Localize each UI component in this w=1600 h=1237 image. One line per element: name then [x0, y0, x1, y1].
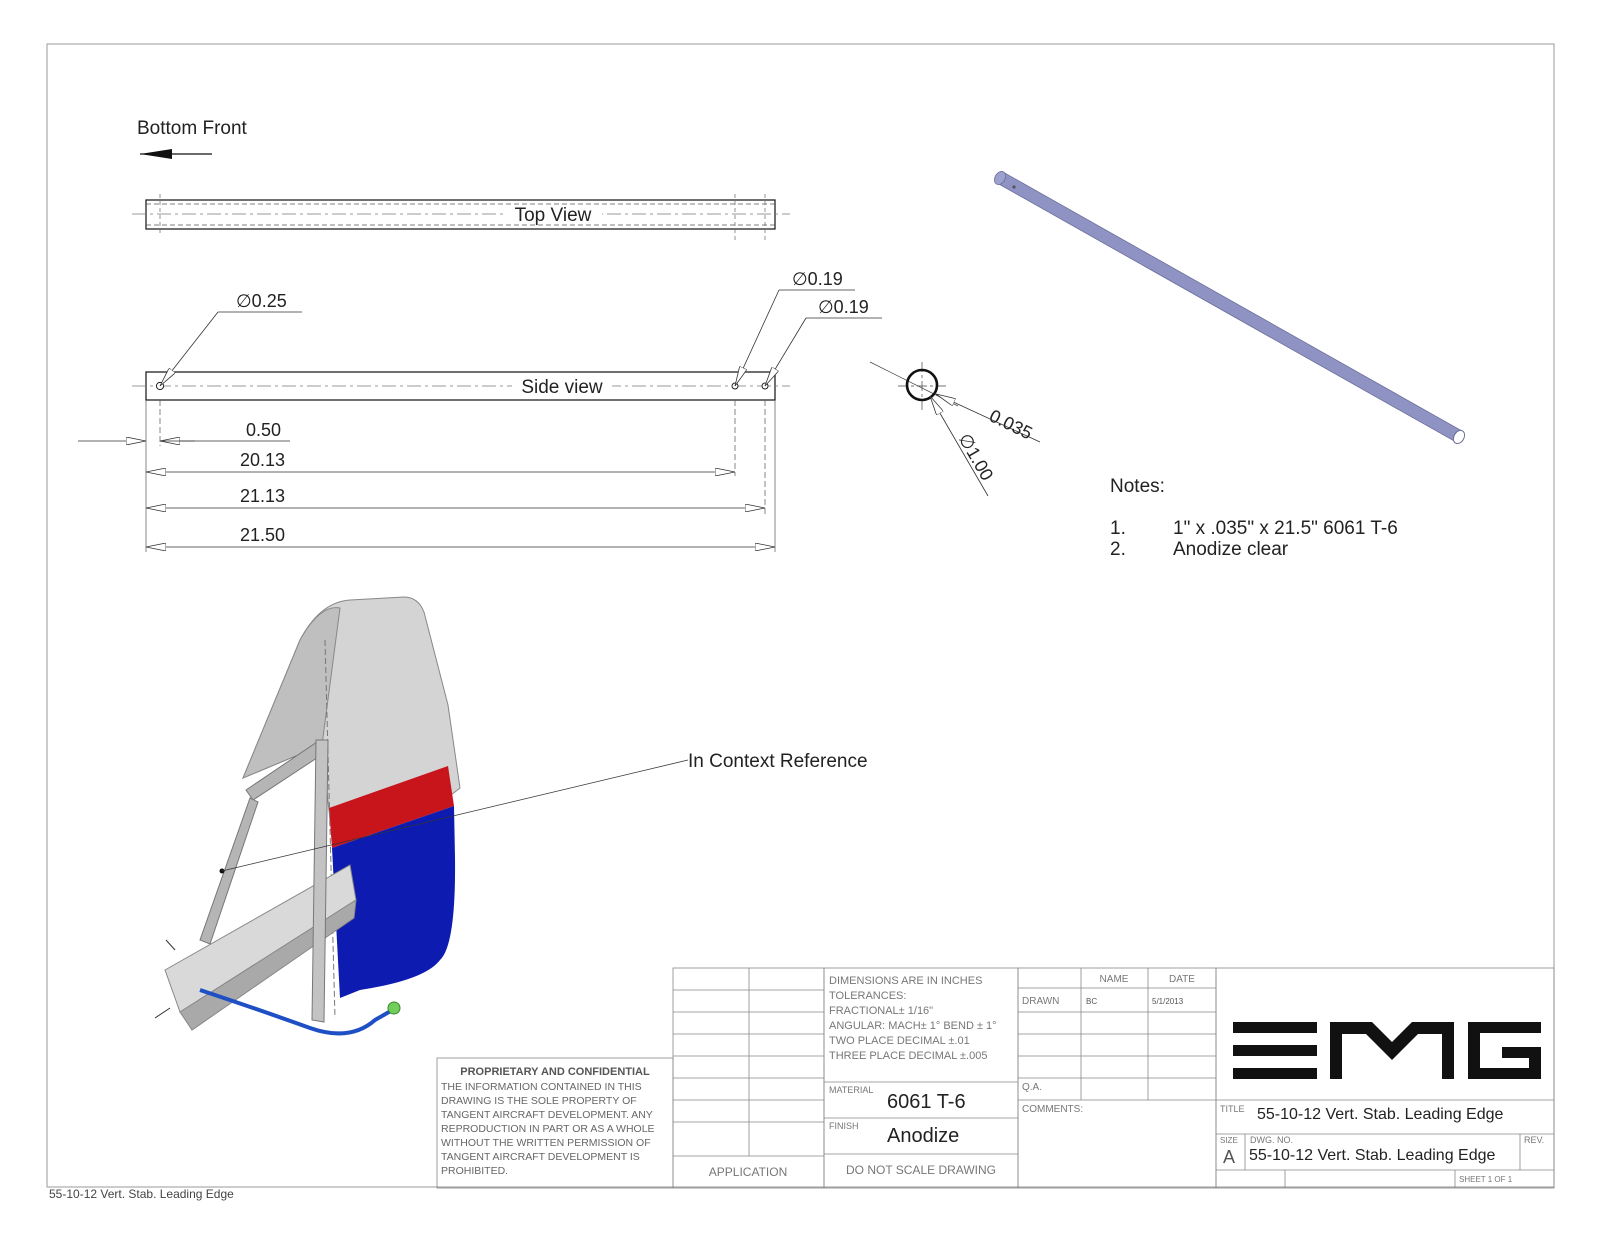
material-label: MATERIAL	[829, 1085, 873, 1095]
proprietary-line: DRAWING IS THE SOLE PROPERTY OF	[441, 1095, 637, 1107]
title-block	[436, 967, 1555, 1189]
tolerance-line: TWO PLACE DECIMAL ±.01	[829, 1035, 970, 1047]
title-label: TITLE	[1220, 1104, 1245, 1114]
diameter-dim: ∅1.00	[955, 430, 998, 484]
drawn-date: 5/1/2013	[1152, 997, 1184, 1006]
red-stripe	[329, 766, 454, 848]
name-header: NAME	[1100, 974, 1129, 985]
side-view-label: Side view	[521, 377, 603, 398]
material-value: 6061 T-6	[887, 1091, 966, 1113]
blue-panel	[332, 806, 456, 998]
context-reference-label: In Context Reference	[688, 751, 868, 772]
drawn-label: DRAWN	[1022, 996, 1059, 1007]
note-text: Anodize clear	[1173, 539, 1289, 560]
drawn-name: BC	[1086, 997, 1097, 1006]
proprietary-line: REPRODUCTION IN PART OR AS A WHOLE	[441, 1123, 655, 1135]
comments-label: COMMENTS:	[1022, 1104, 1083, 1115]
dim-050: 0.50	[246, 420, 281, 440]
hole-callouts: ∅0.25 ∅0.19 ∅0.19	[160, 269, 882, 386]
sheet-border	[46, 43, 1555, 1188]
qa-label: Q.A.	[1022, 1082, 1042, 1093]
hole-large-dim: ∅0.25	[236, 291, 287, 311]
dim-2013: 20.13	[240, 450, 285, 470]
hole-small-dim-1: ∅0.19	[792, 269, 843, 289]
dwg-no-label: DWG. NO.	[1250, 1135, 1293, 1145]
wall-dim: 0.035	[986, 406, 1035, 444]
tolerance-line: FRACTIONAL± 1/16"	[829, 1005, 933, 1017]
footer-filename: 55-10-12 Vert. Stab. Leading Edge	[49, 1187, 234, 1201]
proprietary-line: TANGENT AIRCRAFT DEVELOPMENT. ANY	[441, 1109, 653, 1121]
dim-2150: 21.50	[240, 525, 285, 545]
hole-small-dim-2: ∅0.19	[818, 297, 869, 317]
note-number: 2.	[1110, 539, 1126, 560]
top-view: Top View	[132, 194, 790, 240]
finish-label: FINISH	[829, 1121, 859, 1131]
notes: Notes: 1. 1" x .035" x 21.5" 6061 T-6 2.…	[1110, 476, 1398, 560]
application-label: APPLICATION	[709, 1165, 787, 1179]
side-view: Side view	[132, 371, 790, 401]
size-value: A	[1223, 1147, 1235, 1167]
do-not-scale-label: DO NOT SCALE DRAWING	[846, 1163, 996, 1177]
finish-value: Anodize	[887, 1125, 959, 1147]
date-header: DATE	[1169, 974, 1195, 985]
note-text: 1" x .035" x 21.5" 6061 T-6	[1173, 518, 1398, 539]
dim-2113: 21.13	[240, 486, 285, 506]
proprietary-line: TANGENT AIRCRAFT DEVELOPMENT IS	[441, 1151, 640, 1163]
context-leader	[221, 759, 689, 872]
note-number: 1.	[1110, 518, 1126, 539]
dwg-no-value: 55-10-12 Vert. Stab. Leading Edge	[1249, 1147, 1496, 1164]
proprietary-heading: PROPRIETARY AND CONFIDENTIAL	[460, 1066, 650, 1078]
tolerance-line: THREE PLACE DECIMAL ±.005	[829, 1050, 987, 1062]
orientation-label: Bottom Front	[137, 118, 248, 139]
tolerance-line: DIMENSIONS ARE IN INCHES	[829, 975, 982, 987]
sheet-label: SHEET 1 OF 1	[1459, 1175, 1513, 1184]
section-view: 0.035 ∅1.00	[869, 361, 1041, 497]
size-label: SIZE	[1220, 1136, 1238, 1145]
context-assembly-image	[154, 596, 461, 1036]
proprietary-line: WITHOUT THE WRITTEN PERMISSION OF	[441, 1137, 651, 1149]
emg-logo	[1233, 1022, 1541, 1079]
linear-dimensions: 0.50 20.13 21.13 21.50	[78, 400, 776, 552]
tolerance-line: TOLERANCES:	[829, 990, 906, 1002]
proprietary-line: PROHIBITED.	[441, 1165, 508, 1177]
proprietary-text: THE INFORMATION CONTAINED IN THIS DRAWIN…	[441, 1081, 655, 1177]
proprietary-line: THE INFORMATION CONTAINED IN THIS	[441, 1081, 642, 1093]
tolerance-line: ANGULAR: MACH± 1° BEND ± 1°	[829, 1020, 997, 1032]
notes-heading: Notes:	[1110, 476, 1165, 497]
rev-label: REV.	[1524, 1135, 1544, 1145]
tube-3d-view	[994, 171, 1466, 445]
top-view-label: Top View	[515, 205, 592, 226]
title-value: 55-10-12 Vert. Stab. Leading Edge	[1257, 1106, 1504, 1123]
